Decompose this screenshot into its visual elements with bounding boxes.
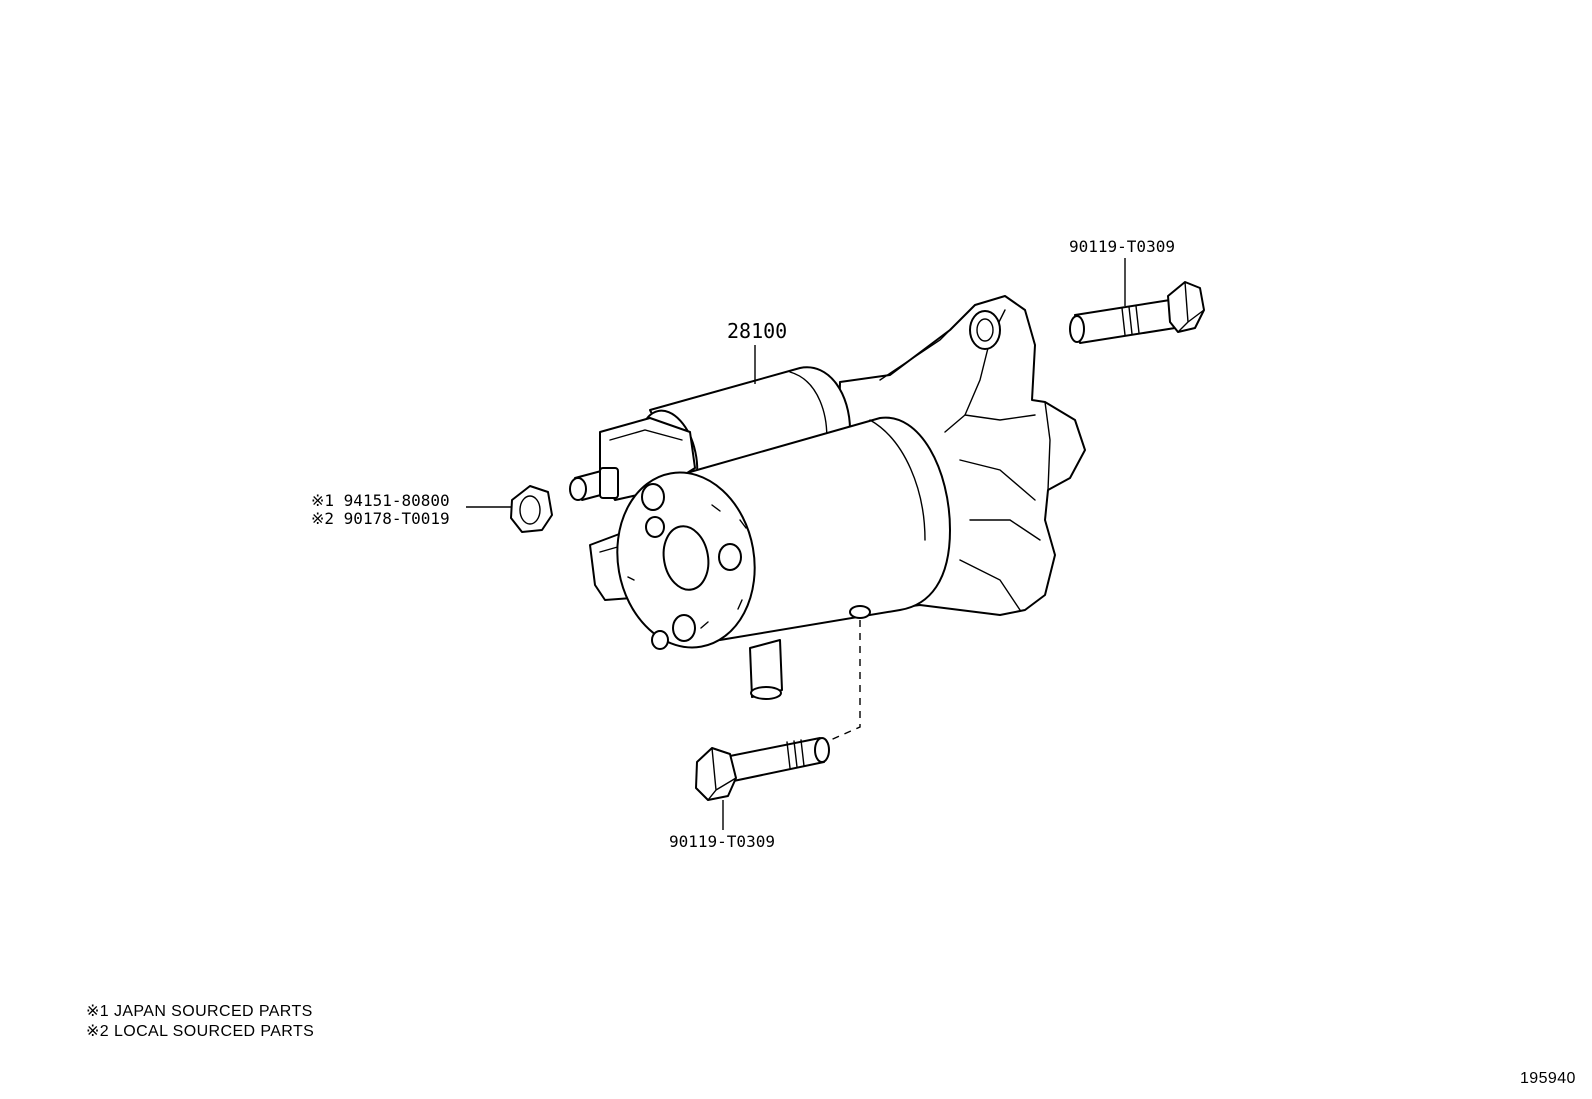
starter-motor-illustration	[569, 295, 1086, 700]
leader-lines	[466, 258, 1126, 830]
legend-note-japan: ※1 JAPAN SOURCED PARTS	[86, 1003, 313, 1020]
nut-illustration	[510, 485, 553, 533]
sourcing-legend: ※1 JAPAN SOURCED PARTS ※2 LOCAL SOURCED …	[86, 1003, 314, 1040]
label-bolt-bottom: 90119-T0309	[669, 832, 775, 851]
diagram-number: 195940	[1520, 1070, 1576, 1087]
bolt-top-illustration	[1069, 281, 1205, 344]
label-nut-japan: ※1 94151-80800	[311, 491, 450, 510]
label-bolt-top: 90119-T0309	[1069, 237, 1175, 256]
label-nut-local: ※2 90178-T0019	[311, 509, 450, 528]
legend-note-local: ※2 LOCAL SOURCED PARTS	[86, 1023, 314, 1040]
label-starter-28100: 28100	[727, 319, 787, 343]
bolt-bottom-illustration	[695, 737, 830, 801]
end-frame-studs	[641, 483, 742, 650]
